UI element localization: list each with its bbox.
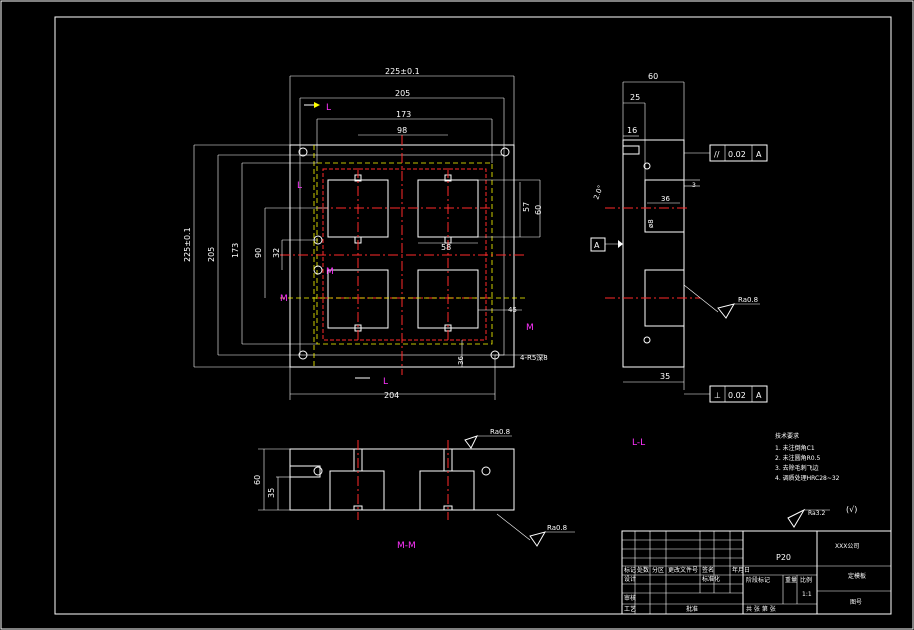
chamfer-note: 4-R5深8	[520, 353, 548, 362]
side-view: 60 25 16 36 ø8 3 2.0° 35 A // 0.02 A ⊥ 0	[590, 72, 768, 403]
cavity-bl	[327, 269, 389, 329]
dim-left-205: 205	[207, 247, 216, 262]
note-2: 2. 未注圆角R0.5	[775, 454, 821, 462]
side-dim-8: ø8	[647, 219, 655, 228]
cavity-br	[417, 269, 479, 329]
side-section-hatch	[622, 139, 685, 368]
section-outline	[289, 448, 515, 511]
side-dim-36: 36	[661, 195, 670, 203]
tb-r4-4: 共 张 第 张	[746, 605, 776, 613]
technical-notes: 技术要求 1. 未注倒角C1 2. 未注圆角R0.5 3. 去除毛刺飞边 4. …	[775, 432, 840, 482]
section-dim-35: 35	[267, 488, 276, 498]
tolerance-frame-top	[709, 144, 768, 162]
tol-top-val: 0.02	[728, 150, 746, 159]
side-slot	[622, 145, 640, 155]
section-title-MM: M-M	[397, 541, 416, 551]
note-1: 1. 未注倒角C1	[775, 444, 815, 452]
dim-left-32: 32	[272, 248, 281, 258]
dim-left-overall: 225±0.1	[183, 227, 192, 262]
dim-hole-45: 45	[508, 306, 517, 314]
section-mark-L-left: L	[297, 181, 302, 191]
title-block: P20 XXX公司 定模板 图号 1:1 标记 处数 分区 更改文件号 签名 年…	[621, 530, 892, 615]
side-angle: 2.0°	[592, 184, 605, 200]
side-dim-16: 16	[627, 126, 637, 135]
tb-r1-1: 处数	[637, 566, 649, 574]
side-dim-25: 25	[630, 93, 640, 102]
tb-r1-2: 分区	[652, 566, 664, 574]
tolerance-frame-bottom	[709, 385, 768, 403]
dim-bottom-204: 204	[384, 391, 399, 400]
dim-left-90: 90	[254, 248, 263, 258]
note-3: 3. 去除毛刺飞边	[775, 464, 819, 472]
section-mark-L-top: L	[326, 103, 331, 113]
section-view: 60 35 Ra0.8 Ra0.8 M-M	[253, 428, 575, 551]
tb-company: XXX公司	[835, 543, 859, 550]
tb-r1-5: 年月日	[732, 566, 750, 574]
dim-top-98: 98	[397, 126, 407, 135]
section-mark-L-bottom: L	[383, 377, 388, 387]
section-mark-M-left: M	[280, 294, 288, 304]
tol-top-sym: //	[714, 150, 720, 159]
side-dim-35: 35	[660, 372, 670, 381]
tb-r4-0: 工艺	[624, 605, 636, 613]
dim-top-overall: 225±0.1	[385, 67, 420, 76]
tol-bot-val: 0.02	[728, 391, 746, 400]
dim-right-57: 57	[522, 202, 531, 212]
roughness-general: Ra3.2	[808, 510, 825, 517]
dim-top-173: 173	[396, 110, 411, 119]
tb-r4-2: 批准	[686, 605, 698, 613]
roughness-general-paren: (√)	[846, 505, 857, 514]
roughness-general-symbol	[787, 508, 806, 528]
plan-view: 225±0.1 205 173 98 225±0.1 205 173 90 32	[183, 67, 548, 400]
corner-hole	[500, 147, 510, 157]
dim-b-36: 36	[457, 356, 465, 365]
side-dim-3: 3	[692, 182, 696, 189]
tb-r2-0: 设计	[624, 575, 636, 583]
notes-title: 技术要求	[775, 432, 799, 440]
cooling-channel-path	[316, 162, 493, 345]
datum-a-label: A	[594, 241, 600, 250]
section-channel	[289, 465, 321, 478]
tb-scale: 1:1	[802, 591, 812, 598]
side-cavity-top	[644, 179, 685, 233]
tb-r2-4: 阶段标记	[746, 576, 770, 584]
dim-left-173: 173	[231, 243, 240, 258]
roughness-side: Ra0.8	[738, 296, 758, 304]
tb-r1-0: 标记	[624, 566, 636, 574]
tol-top-ref: A	[756, 150, 762, 159]
roughness-section-bottom: Ra0.8	[547, 524, 567, 532]
section-cavity-left	[329, 470, 385, 511]
section-title-LL: L-L	[632, 438, 645, 448]
water-hole	[313, 265, 323, 275]
tb-r1-4: 签名	[702, 566, 714, 574]
dim-top-205: 205	[395, 89, 410, 98]
section-dim-60: 60	[253, 475, 262, 485]
side-dim-60: 60	[648, 72, 658, 81]
tb-part: 定模板	[848, 572, 866, 580]
frame-border	[54, 16, 892, 615]
tb-r1-3: 更改文件号	[668, 566, 698, 574]
tol-bot-sym: ⊥	[714, 391, 721, 400]
note-4: 4. 调质处理HRC28~32	[775, 474, 840, 482]
tol-bot-ref: A	[756, 391, 762, 400]
tb-material: P20	[776, 553, 791, 562]
datum-a-box	[590, 237, 606, 252]
tb-r2-2: 标准化	[702, 575, 720, 583]
tb-r3-0: 审核	[624, 594, 636, 602]
dim-mid-58: 58	[441, 243, 451, 252]
section-mark-M-right: M	[526, 323, 534, 333]
corner-hole	[298, 147, 308, 157]
dim-right-60: 60	[534, 205, 543, 215]
roughness-section-top: Ra0.8	[490, 428, 510, 436]
section-cavity-right	[419, 470, 475, 511]
tb-r2-6: 比例	[800, 576, 812, 584]
tb-r2-5: 重量	[785, 576, 797, 584]
tb-drawing-no: 图号	[850, 599, 862, 606]
section-mark-M-top: M	[326, 267, 334, 277]
